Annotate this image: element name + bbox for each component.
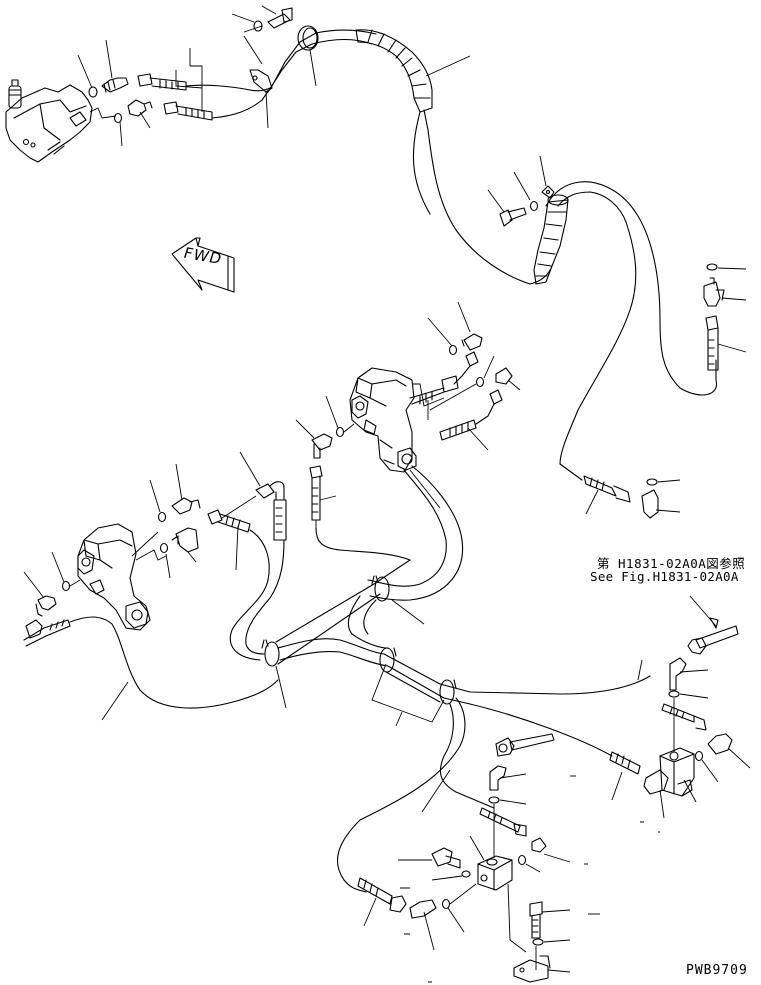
hose-bundle-clamps: [261, 559, 651, 893]
mid-hose-run: [487, 155, 747, 519]
drawing-code: PWB9709: [686, 963, 748, 978]
upper-left-valve: [5, 39, 213, 163]
reference-note-en: See Fig.H1831-02A0A: [590, 569, 739, 584]
lower-left-valve: [23, 451, 287, 721]
reference-note-jp: 第 H1831-02A0A図参照: [597, 556, 746, 571]
forward-arrow-icon: [171, 237, 235, 293]
right-junction-block: [609, 595, 751, 819]
center-valve: [295, 301, 521, 601]
top-hose-run: [185, 5, 531, 285]
bottom-junction-block: [357, 733, 660, 983]
